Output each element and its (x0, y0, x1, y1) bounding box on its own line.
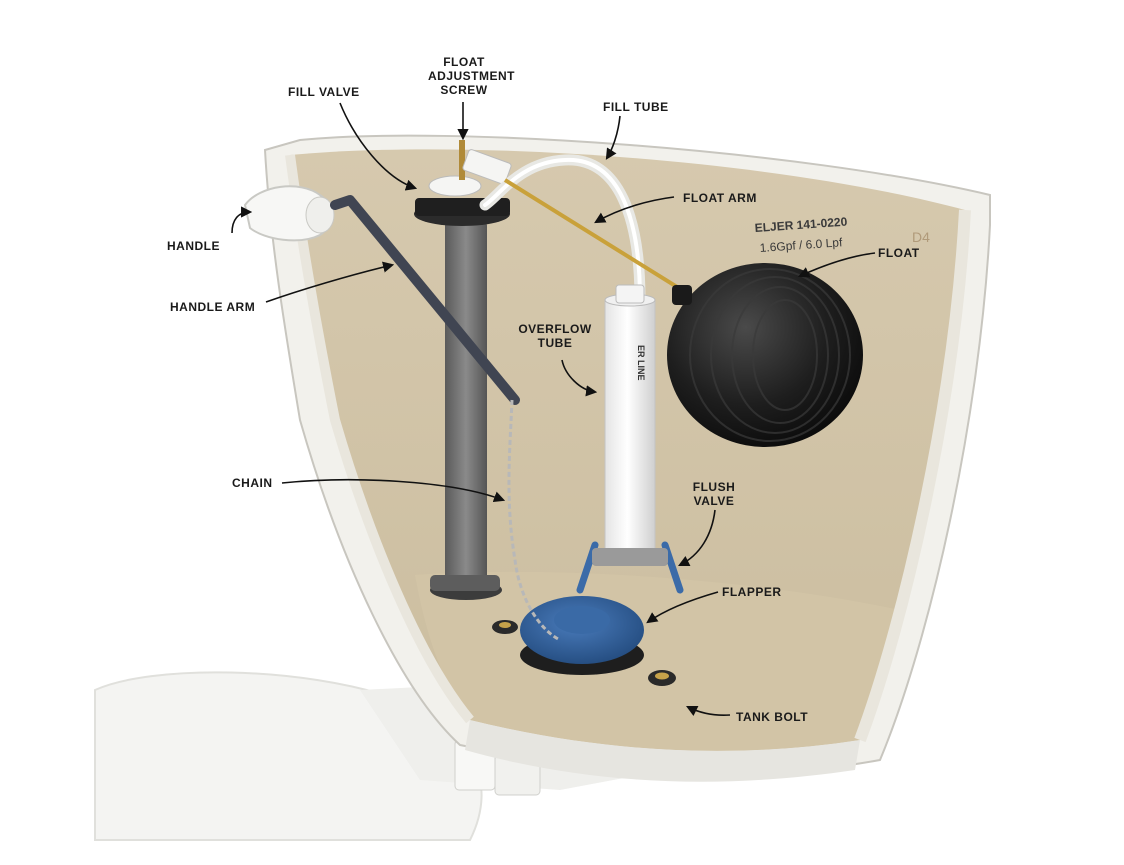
tank-flow-marking: 1.6Gpf / 6.0 Lpf (759, 235, 843, 255)
label-flapper: FLAPPER (722, 585, 782, 599)
label-float-adjustment-screw: FLOAT ADJUSTMENT SCREW (428, 55, 516, 97)
float-adjustment-screw (459, 140, 465, 180)
overflow-tube-marking: ER LINE (636, 345, 646, 381)
label-flush-valve-line-1: FLUSH (692, 480, 736, 494)
tank-model-marking: ELJER 141-0220 (754, 215, 848, 235)
flush-valve (576, 541, 684, 594)
overflow-tube: ER LINE (604, 284, 656, 561)
label-overflow-tube-line-2: TUBE (537, 336, 573, 350)
label-flush-valve-line-2: VALVE (693, 494, 735, 508)
label-float: FLOAT (878, 246, 920, 260)
label-float-adjustment-screw-line-1: FLOAT (443, 55, 485, 69)
label-float-arm: FLOAT ARM (683, 191, 757, 205)
tank-bolt (492, 620, 676, 686)
label-float-adjustment-screw-line-3: SCREW (440, 83, 488, 97)
chain (507, 399, 561, 642)
label-handle-arm: HANDLE ARM (170, 300, 256, 314)
label-chain: CHAIN (232, 476, 273, 490)
label-overflow-tube: OVERFLOW TUBE (515, 322, 595, 350)
callout-arrows (231, 102, 876, 717)
handle-arm (330, 195, 520, 405)
label-handle: HANDLE (167, 239, 220, 253)
handle (243, 185, 335, 242)
float-ball (667, 263, 863, 447)
label-overflow-tube-line-1: OVERFLOW (518, 322, 592, 336)
float-arm (503, 178, 692, 297)
label-float-adjustment-screw-line-2: ADJUSTMENT (428, 69, 516, 83)
label-fill-valve: FILL VALVE (288, 85, 360, 99)
tank-code-marking: D4 (912, 229, 930, 245)
label-flush-valve: FLUSH VALVE (688, 480, 740, 508)
label-tank-bolt: TANK BOLT (736, 710, 809, 724)
flapper (520, 596, 644, 675)
label-fill-tube: FILL TUBE (603, 100, 669, 114)
